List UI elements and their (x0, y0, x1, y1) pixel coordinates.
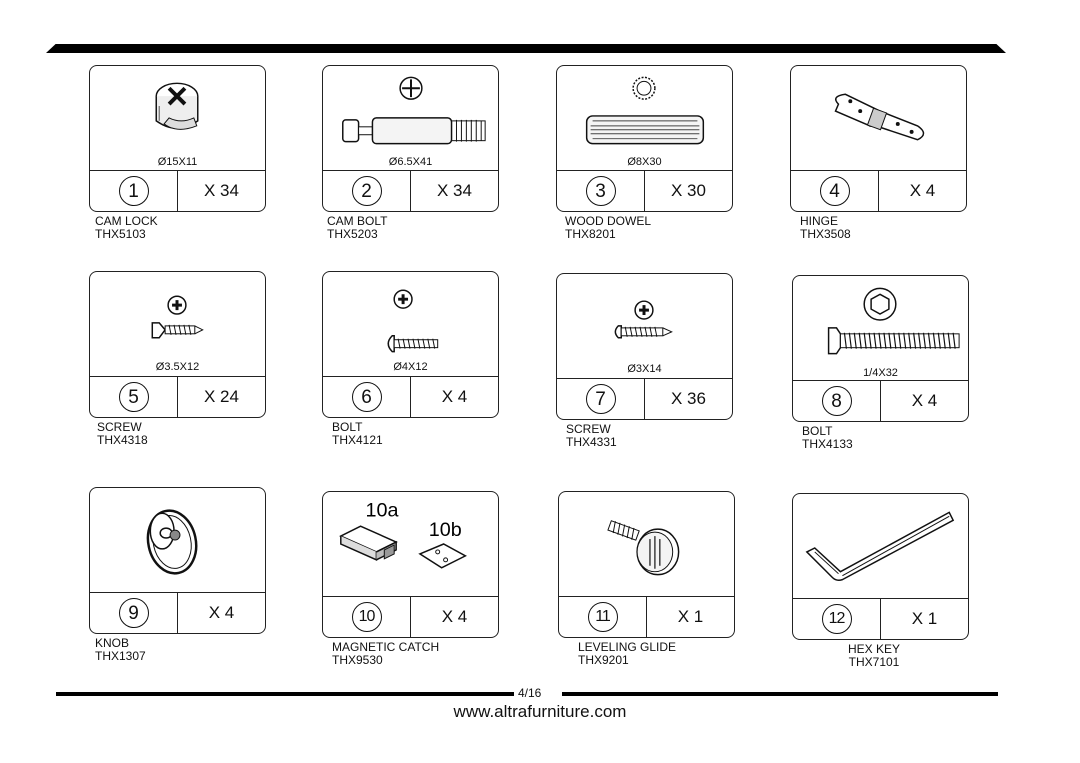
part-dimension: 1/4X32 (863, 367, 898, 379)
part-number-badge: 3 (585, 176, 616, 206)
bolt-icon (323, 272, 498, 360)
part-quantity: X 4 (441, 387, 468, 406)
part-number-badge: 8 (821, 386, 852, 416)
page-number: 4/16 (518, 686, 542, 700)
footer-rule-left (56, 692, 514, 696)
part-card-12: 12 X 1 (792, 493, 969, 640)
hex-bolt-icon (793, 276, 968, 364)
part-dimension: Ø3X14 (627, 363, 662, 375)
part-number-badge: 9 (118, 598, 149, 628)
part-card-3: Ø8X30 3 X 30 (556, 65, 733, 212)
part-quantity: X 34 (204, 181, 239, 200)
leveling-glide-icon (559, 492, 734, 597)
part-card-4: 4 X 4 (790, 65, 967, 212)
part-number-badge: 12 (821, 604, 852, 634)
part-quantity: X 1 (677, 607, 704, 626)
part-number-badge: 11 (587, 602, 618, 632)
part-card-11: 11 X 1 (558, 491, 735, 638)
part-quantity: X 4 (911, 391, 938, 410)
part-quantity: X 36 (671, 389, 706, 408)
part-quantity: X 34 (437, 181, 472, 200)
part-number-badge: 6 (351, 382, 382, 412)
part-quantity: X 24 (204, 387, 239, 406)
top-rule (46, 44, 1006, 53)
part-quantity: X 1 (911, 609, 938, 628)
part-dimension: Ø4X12 (393, 361, 428, 373)
screw-icon (557, 274, 732, 362)
part-dimension: Ø6.5X41 (388, 156, 433, 168)
part-card-8: 1/4X32 8 X 4 (792, 275, 969, 422)
part-card-2: Ø6.5X41 2 X 34 (322, 65, 499, 212)
part-card-9: 9 X 4 (89, 487, 266, 634)
part-dimension: Ø3.5X12 (155, 361, 200, 373)
part-quantity: X 4 (208, 603, 235, 622)
part-number-badge: 5 (118, 382, 149, 412)
part-card-5: Ø3.5X12 5 X 24 (89, 271, 266, 418)
part-card-1: Ø15X11 1 X 34 (89, 65, 266, 212)
screw-icon (90, 272, 265, 360)
hex-key-icon (793, 494, 968, 599)
part-dimension: Ø8X30 (627, 156, 662, 168)
part-card-6: Ø4X12 6 X 4 (322, 271, 499, 418)
wood-dowel-icon (557, 66, 732, 156)
part-number-badge: 7 (585, 384, 616, 414)
sub-label-10b: 10b (429, 519, 462, 541)
part-quantity: X 30 (671, 181, 706, 200)
part-card-10: 10a 10b 10 X 4 (322, 491, 499, 638)
ring-knob-icon (90, 488, 265, 593)
part-dimension: Ø15X11 (157, 156, 198, 168)
footer-rule-right (562, 692, 998, 696)
part-quantity: X 4 (441, 607, 468, 626)
website-url: www.altrafurniture.com (453, 702, 627, 721)
sub-label-10a: 10a (366, 499, 399, 521)
cam-bolt-icon (323, 66, 498, 156)
part-number-badge: 1 (118, 176, 149, 206)
part-number-badge: 2 (351, 176, 382, 206)
cam-lock-icon (90, 66, 265, 156)
part-card-7: Ø3X14 7 X 36 (556, 273, 733, 420)
part-number-badge: 4 (819, 176, 850, 206)
hinge-icon (791, 66, 966, 171)
part-quantity: X 4 (909, 181, 936, 200)
magnetic-catch-icon: 10a 10b (323, 492, 498, 597)
part-number-badge: 10 (351, 602, 382, 632)
